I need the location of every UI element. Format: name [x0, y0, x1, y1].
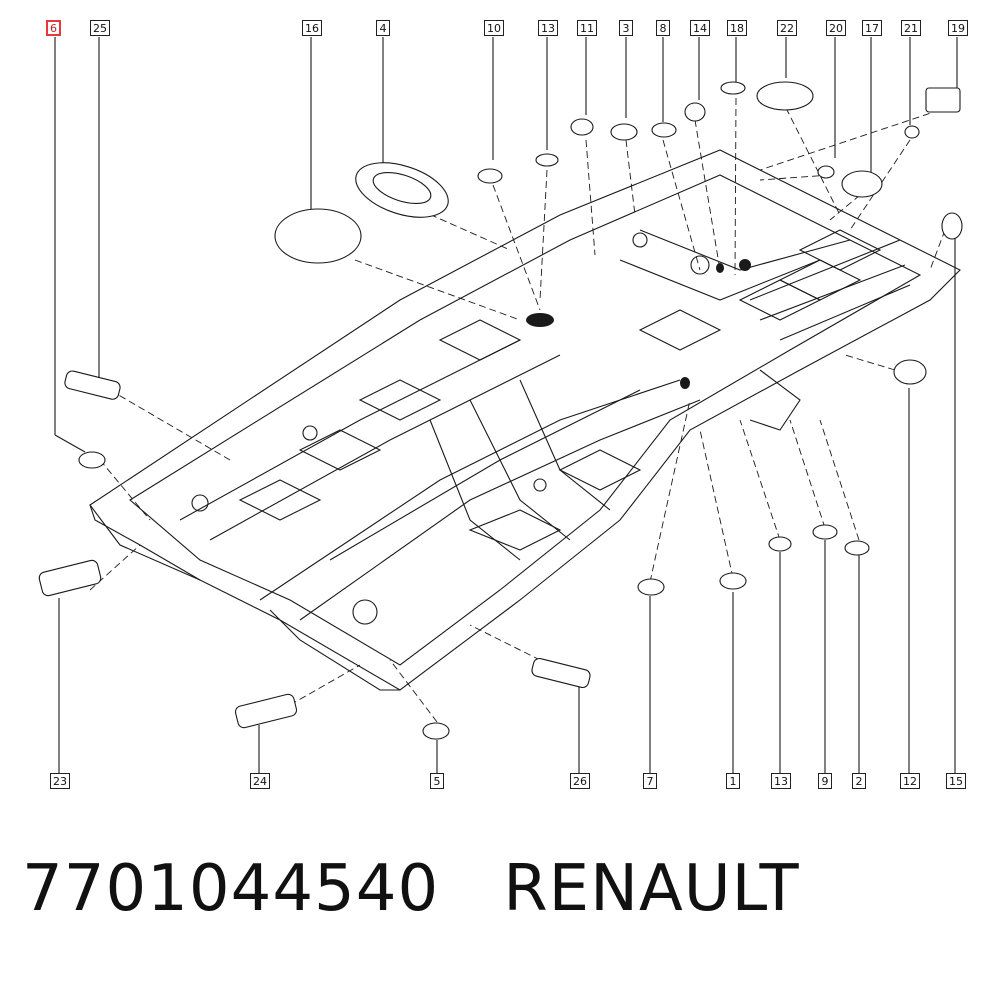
callout-25[interactable]: 25: [90, 20, 110, 36]
callout-10[interactable]: 10: [484, 20, 504, 36]
callout-14[interactable]: 14: [690, 20, 710, 36]
callout-5[interactable]: 5: [430, 773, 444, 789]
callout-23[interactable]: 23: [50, 773, 70, 789]
callout-22[interactable]: 22: [777, 20, 797, 36]
part-number: 7701044540: [22, 852, 440, 926]
callout-13-top[interactable]: 13: [538, 20, 558, 36]
callout-13-bottom[interactable]: 13: [771, 773, 791, 789]
callout-2[interactable]: 2: [852, 773, 866, 789]
callout-3[interactable]: 3: [619, 20, 633, 36]
bracket-19: [925, 87, 961, 113]
callout-11[interactable]: 11: [577, 20, 597, 36]
cover-22: [756, 81, 814, 111]
cover-16: [274, 208, 362, 264]
callout-18[interactable]: 18: [727, 20, 747, 36]
callout-21[interactable]: 21: [901, 20, 921, 36]
brand-name: RENAULT: [503, 852, 800, 926]
callout-20[interactable]: 20: [826, 20, 846, 36]
callout-1[interactable]: 1: [726, 773, 740, 789]
callout-15[interactable]: 15: [946, 773, 966, 789]
callout-19[interactable]: 19: [948, 20, 968, 36]
floor-pan-exploded-diagram: [38, 37, 963, 773]
callout-6[interactable]: 6: [46, 20, 61, 36]
leader-6-bend: [54, 434, 86, 453]
floor-pan-body: [89, 149, 961, 691]
grommet-23: [38, 559, 102, 597]
callout-26[interactable]: 26: [570, 773, 590, 789]
callout-4[interactable]: 4: [376, 20, 390, 36]
callout-24[interactable]: 24: [250, 773, 270, 789]
grommet-26: [531, 657, 591, 689]
callout-12[interactable]: 12: [900, 773, 920, 789]
callout-7[interactable]: 7: [643, 773, 657, 789]
part-caption: 7701044540 RENAULT: [22, 852, 982, 952]
callout-17[interactable]: 17: [862, 20, 882, 36]
plug-6: [78, 451, 106, 469]
callout-9[interactable]: 9: [818, 773, 832, 789]
grommet-24: [234, 693, 298, 729]
callout-8[interactable]: 8: [656, 20, 670, 36]
callout-16[interactable]: 16: [302, 20, 322, 36]
grommet-25: [64, 370, 121, 400]
